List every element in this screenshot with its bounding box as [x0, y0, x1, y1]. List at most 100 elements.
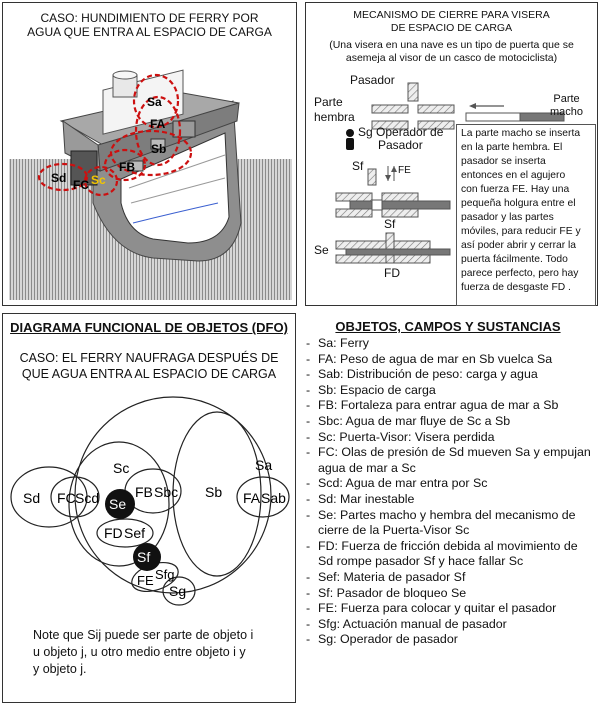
mechanism-subtitle-line2: asemeja al visor de un casco de motocicl… — [345, 52, 558, 64]
objects-title: OBJETOS, CAMPOS Y SUSTANCIAS — [335, 319, 561, 334]
operator-label-2: Pasador — [378, 138, 423, 152]
ring-sd — [37, 162, 89, 192]
objects-fields-substances-panel: OBJETOS, CAMPOS Y SUSTANCIAS Sa: Ferry F… — [298, 313, 598, 703]
list-item: Sef: Materia de pasador Sf — [306, 570, 596, 586]
info-line: fuerza de desgaste FD . — [461, 282, 571, 293]
label-fb: FB — [119, 160, 135, 174]
list-item: Se: Partes macho y hembra del mecanismo … — [306, 508, 596, 539]
dfo-title: DIAGRAMA FUNCIONAL DE OBJETOS (DFO) — [10, 320, 288, 335]
dfo-fd: FD — [104, 525, 123, 541]
dfo-sbc: Sbc — [154, 484, 178, 500]
operator-label: Sg Operador de Pasador — [358, 126, 443, 152]
assembly-bottom — [335, 232, 451, 264]
sf-label-1: Sf — [352, 159, 364, 173]
ferry-hull-inner — [120, 132, 230, 244]
dfo-note-line1: Note que Sij puede ser parte de objeto i — [33, 628, 254, 642]
node-fd-sef — [96, 518, 154, 548]
node-sg — [162, 576, 196, 606]
list-item: Sbc: Agua de mar fluye de Sc a Sb — [306, 414, 596, 430]
bow-door — [70, 150, 98, 186]
dfo-fe: FE — [137, 573, 154, 588]
list-item: Sb: Espacio de carga — [306, 383, 596, 399]
dfo-sg: Sg — [169, 583, 186, 599]
list-item: Sf: Pasador de bloqueo Se — [306, 586, 596, 602]
pin-label: Pasador — [350, 73, 395, 87]
list-item: Sab: Distribución de peso: carga y agua — [306, 367, 596, 383]
male-part-top — [465, 103, 565, 122]
fe-label: FE — [398, 165, 411, 176]
female-part-label-2: hembra — [314, 110, 355, 124]
info-line: pequeña holgura entre el — [461, 198, 576, 209]
closing-mechanism-panel: MECANISMO DE CIERRE PARA VISERA DE ESPAC… — [305, 2, 598, 306]
ring-sc — [83, 165, 119, 197]
list-item: FB: Fortaleza para entrar agua de mar a … — [306, 398, 596, 414]
list-item: FC: Olas de presión de Sd mueven Sa y em… — [306, 445, 596, 476]
functional-object-diagram-panel: DIAGRAMA FUNCIONAL DE OBJETOS (DFO) CASO… — [2, 313, 296, 703]
list-item: Sc: Puerta-Visor: Visera perdida — [306, 430, 596, 446]
ferry-title-line1: CASO: HUNDIMIENTO DE FERRY POR — [40, 11, 259, 25]
info-line: móviles, para reducir FE y — [461, 226, 581, 237]
male-part-label: Parte macho — [550, 93, 583, 119]
list-item: FD: Fuerza de fricción debida al movimie… — [306, 539, 596, 570]
ferry-title: CASO: HUNDIMIENTO DE FERRY POR AGUA QUE … — [3, 11, 296, 39]
assembly-middle — [335, 192, 451, 218]
list-item: FE: Fuerza para colocar y quitar el pasa… — [306, 601, 596, 617]
dfo-sab: Sab — [261, 490, 286, 506]
dfo-sd: Sd — [23, 490, 40, 506]
dfo-note-line3: y objeto j. — [33, 662, 87, 676]
list-item: Sg: Operador de pasador — [306, 632, 596, 648]
node-sb — [172, 411, 262, 577]
ferry-illustration-panel: CASO: HUNDIMIENTO DE FERRY POR AGUA QUE … — [2, 2, 297, 306]
pin-drawing — [407, 82, 419, 102]
mechanism-subtitle-line1: (Una visera en una nave es un tipo de pu… — [329, 39, 574, 51]
label-sd: Sd — [51, 171, 66, 185]
ring-fb — [103, 148, 147, 182]
node-fc-scd — [50, 476, 100, 518]
operator-label-1: Sg Operador de — [358, 125, 444, 139]
node-sc — [68, 441, 170, 567]
dfo-sfg: Sfg — [155, 567, 175, 582]
node-sf — [133, 543, 161, 571]
info-line: con fuerza FE. Hay una — [461, 184, 570, 195]
se-label: Se — [314, 243, 329, 257]
sf-label-2: Sf — [384, 217, 396, 231]
label-fc: FC — [73, 178, 89, 192]
dfo-note-line2: u objeto j, u otro medio entre objeto i … — [33, 645, 246, 659]
dfo-case-line2: QUE AGUA ENTRA AL ESPACIO DE CARGA — [21, 367, 277, 381]
label-sb: Sb — [151, 142, 166, 156]
info-line: pasador y las partes — [461, 212, 554, 223]
dfo-sf: Sf — [137, 549, 150, 565]
ferry-title-line2: AGUA QUE ENTRA AL ESPACIO DE CARGA — [27, 25, 272, 39]
label-sc: Sc — [91, 173, 106, 187]
dfo-note: Note que Sij puede ser parte de objeto i… — [33, 627, 253, 678]
dfo-case-line1: CASO: EL FERRY NAUFRAGA DESPUÉS DE — [19, 351, 279, 365]
info-line: parece perfecto, pero hay — [461, 268, 579, 279]
list-item: Sfg: Actuación manual de pasador — [306, 617, 596, 633]
dfo-fa: FA — [243, 490, 261, 506]
dfo-sa: Sa — [255, 457, 272, 473]
operator-figure — [346, 129, 354, 150]
dfo-sc: Sc — [113, 460, 129, 476]
list-item: Sd: Mar inestable — [306, 492, 596, 508]
mechanism-title-line2: DE ESPACIO DE CARGA — [390, 22, 513, 34]
mechanism-subtitle: (Una visera en una nave es un tipo de pu… — [306, 39, 597, 65]
male-part-label-1: Parte — [553, 93, 580, 105]
node-se — [105, 489, 135, 519]
list-item: FA: Peso de agua de mar en Sb vuelca Sa — [306, 352, 596, 368]
info-line: pasador se inserta — [461, 156, 546, 167]
female-part-label-1: Parte — [314, 95, 343, 109]
list-item: Sa: Ferry — [306, 336, 596, 352]
dfo-sb: Sb — [205, 484, 222, 500]
node-fa-sab — [236, 476, 290, 518]
dfo-scd: Scd — [75, 490, 99, 506]
label-sa: Sa — [147, 95, 162, 109]
fd-label: FD — [384, 266, 400, 280]
ring-sa — [132, 73, 180, 129]
info-line: puerta fácilmente. Todo — [461, 254, 568, 265]
node-sd — [10, 466, 88, 528]
mechanism-title-line1: MECANISMO DE CIERRE PARA VISERA — [353, 9, 550, 21]
info-line: entonces en el agujero — [461, 170, 566, 181]
objects-list: Sa: Ferry FA: Peso de agua de mar en Sb … — [306, 336, 596, 648]
list-item: Scd: Agua de mar entra por Sc — [306, 476, 596, 492]
ring-fa — [134, 95, 182, 167]
